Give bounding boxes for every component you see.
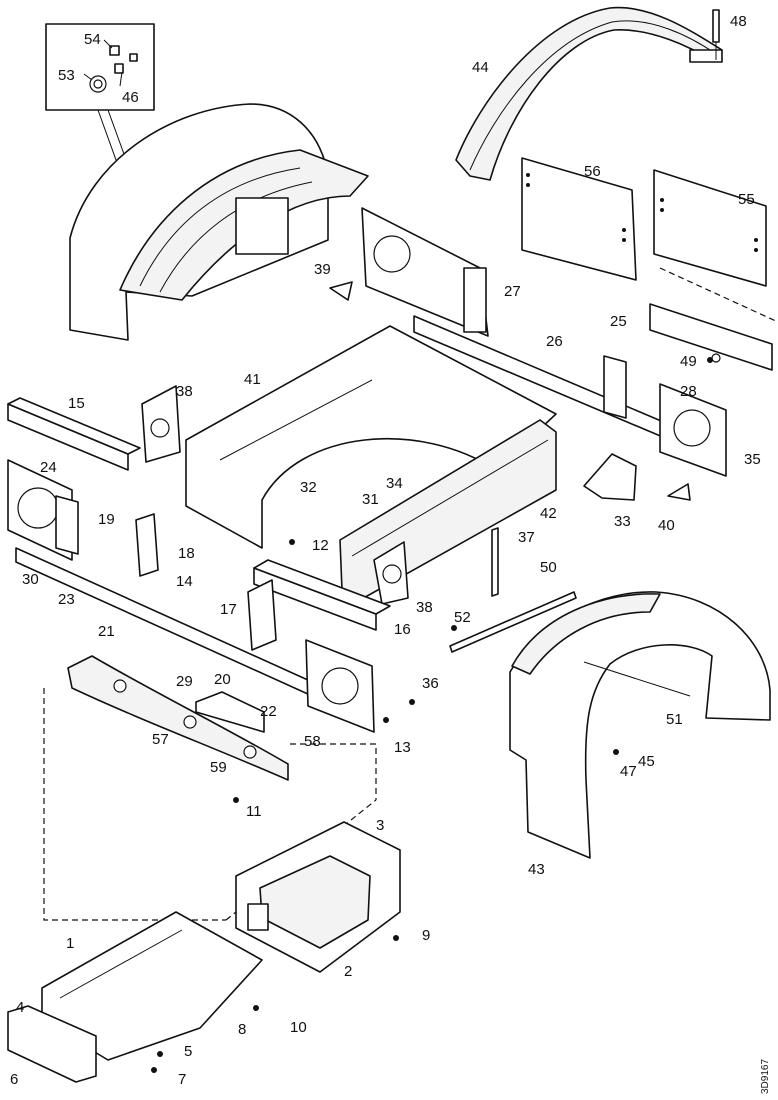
- callout-3: 3: [376, 817, 384, 834]
- callout-19: 19: [98, 511, 115, 528]
- callout-45: 45: [638, 753, 655, 770]
- callout-51: 51: [666, 711, 683, 728]
- front-frame-rail: [7, 459, 375, 733]
- callout-7: 7: [178, 1071, 186, 1088]
- callout-49: 49: [680, 353, 697, 370]
- callout-44: 44: [472, 59, 489, 76]
- callout-33: 33: [614, 513, 631, 530]
- callout-42: 42: [540, 505, 557, 522]
- callout-59: 59: [210, 759, 227, 776]
- callout-2: 2: [344, 963, 352, 980]
- small-brackets: [141, 281, 691, 605]
- callout-38b: 38: [416, 599, 433, 616]
- callout-27: 27: [504, 283, 521, 300]
- callout-24: 24: [40, 459, 57, 476]
- callout-39: 39: [314, 261, 331, 278]
- callout-30: 30: [22, 571, 39, 588]
- callout-35: 35: [744, 451, 761, 468]
- callout-46: 46: [122, 89, 139, 106]
- callout-48: 48: [730, 13, 747, 30]
- callout-5: 5: [184, 1043, 192, 1060]
- callout-47: 47: [620, 763, 637, 780]
- callout-labels: 1 2 3 4 5 6 7 8 9 10 11 12 13 14 15 16 1…: [10, 13, 761, 1088]
- callout-52: 52: [454, 609, 471, 626]
- callout-29: 29: [176, 673, 193, 690]
- callout-40: 40: [658, 517, 675, 534]
- callout-20: 20: [214, 671, 231, 688]
- rails-50-37: [449, 527, 577, 653]
- callout-10: 10: [290, 1019, 307, 1036]
- front-bracket-4: [7, 1005, 97, 1083]
- callout-1: 1: [66, 935, 74, 952]
- callout-12: 12: [312, 537, 329, 554]
- callout-6: 6: [10, 1071, 18, 1088]
- callout-15: 15: [68, 395, 85, 412]
- callout-11: 11: [246, 803, 262, 820]
- side-plate-55: [653, 169, 778, 323]
- callout-16: 16: [394, 621, 411, 638]
- callout-4: 4: [16, 999, 24, 1016]
- callout-23: 23: [58, 591, 75, 608]
- bracket-25: [649, 303, 773, 371]
- front-weight-frame: [235, 821, 401, 973]
- callout-18: 18: [178, 545, 195, 562]
- callout-28: 28: [680, 383, 697, 400]
- callout-57: 57: [152, 731, 169, 748]
- callout-22: 22: [260, 703, 277, 720]
- callout-58: 58: [304, 733, 321, 750]
- document-id: 3D9167: [760, 1059, 771, 1094]
- rear-cross-member: [361, 207, 727, 477]
- callout-26: 26: [546, 333, 563, 350]
- tube-16: [247, 559, 391, 651]
- callout-36: 36: [422, 675, 439, 692]
- callout-38a: 38: [176, 383, 193, 400]
- callout-31: 31: [362, 491, 379, 508]
- callout-55: 55: [738, 191, 755, 208]
- callout-56: 56: [584, 163, 601, 180]
- callout-8: 8: [238, 1021, 246, 1038]
- rear-arch-frame: [455, 6, 723, 181]
- fasteners: [151, 357, 713, 1073]
- callout-25: 25: [610, 313, 627, 330]
- callout-21: 21: [98, 623, 115, 640]
- callout-43: 43: [528, 861, 545, 878]
- cross-member-15: [7, 397, 141, 471]
- front-beam-57: [67, 655, 289, 781]
- callout-53: 53: [58, 67, 75, 84]
- callout-50: 50: [540, 559, 557, 576]
- callout-34: 34: [386, 475, 403, 492]
- callout-32: 32: [300, 479, 317, 496]
- callout-37: 37: [518, 529, 535, 546]
- inset-detail: [45, 23, 167, 283]
- bracket-29: [195, 691, 265, 733]
- callout-54: 54: [84, 31, 101, 48]
- side-plate-56: [521, 157, 637, 281]
- callout-17: 17: [220, 601, 237, 618]
- left-fender: [69, 103, 369, 341]
- callout-41: 41: [244, 371, 261, 388]
- right-fender: [509, 591, 771, 859]
- callout-13: 13: [394, 739, 411, 756]
- callout-9: 9: [422, 927, 430, 944]
- callout-14: 14: [176, 573, 193, 590]
